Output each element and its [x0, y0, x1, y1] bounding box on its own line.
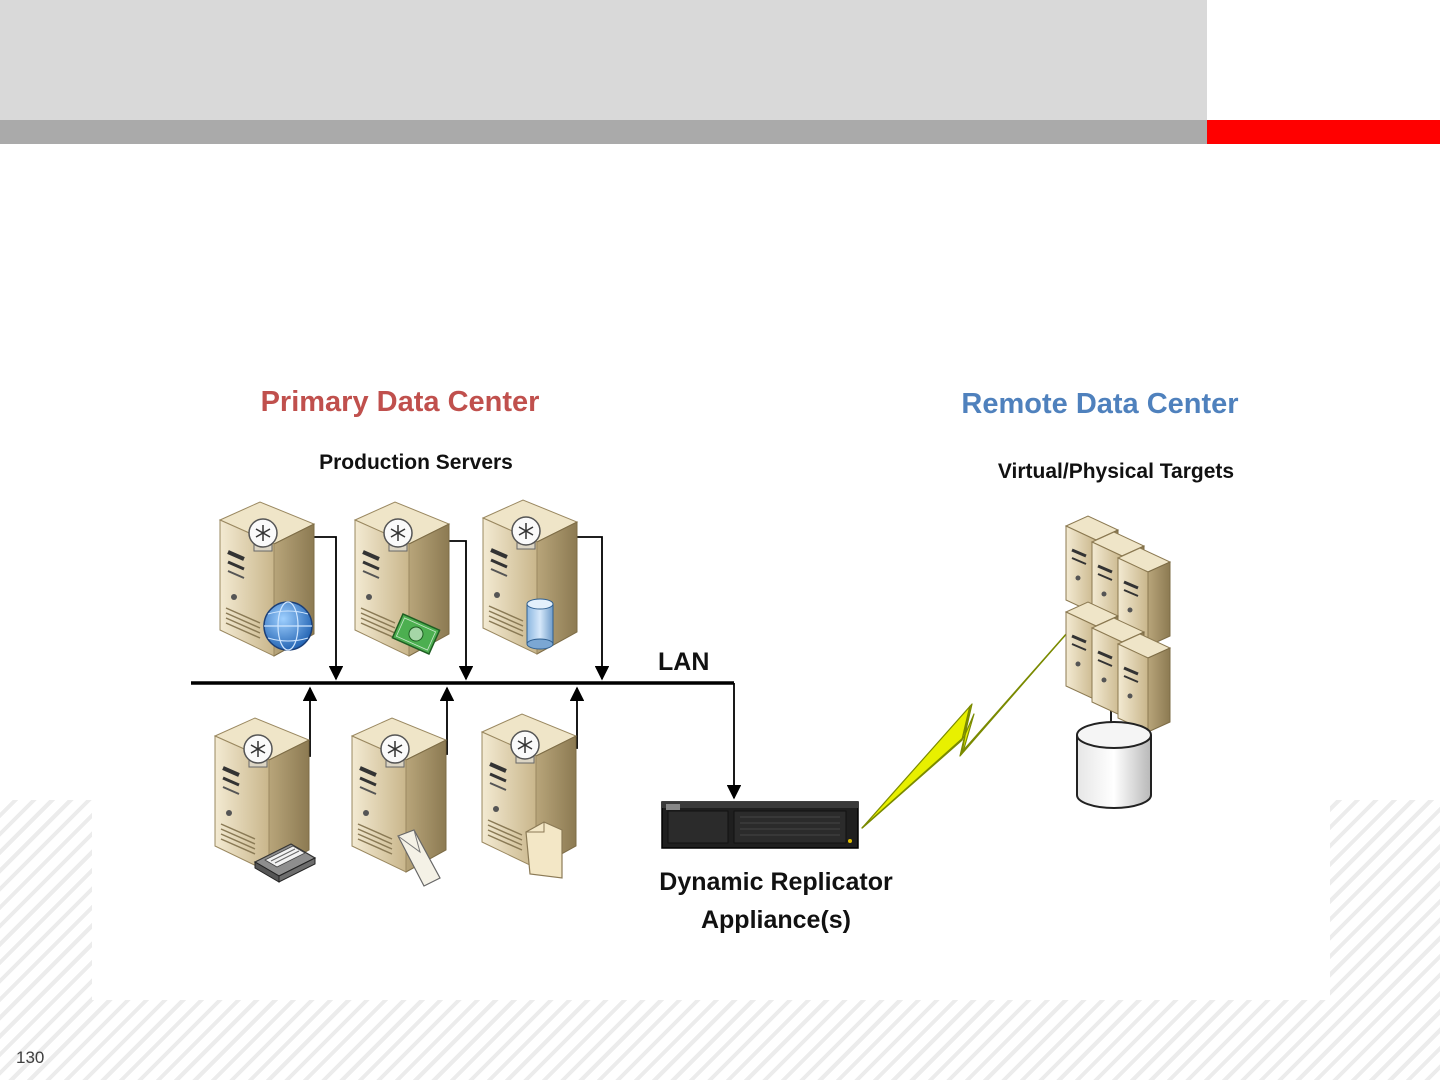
replicator-appliance [661, 801, 859, 849]
globe-icon [263, 601, 313, 651]
server-top-2 [353, 500, 451, 658]
server-top-1 [218, 500, 316, 658]
server-bottom-1 [213, 716, 317, 883]
printer-icon [253, 843, 317, 883]
money-icon [391, 613, 441, 656]
database-icon [526, 598, 554, 650]
primary-subtitle: Production Servers [319, 451, 513, 474]
envelope-icon [397, 829, 441, 887]
appliance-label-line1: Dynamic Replicator [659, 868, 893, 896]
header-bar [0, 120, 1207, 144]
primary-title: Primary Data Center [261, 386, 540, 418]
header-accent-bar [1207, 120, 1440, 144]
lan-backbone [191, 681, 742, 800]
header-band [0, 0, 1207, 120]
remote-target-cluster [1064, 514, 1172, 734]
wan-lightning-link [861, 631, 1069, 829]
remote-title: Remote Data Center [961, 388, 1238, 420]
appliance-label-line2: Appliance(s) [701, 906, 851, 934]
remote-storage-icon [1076, 721, 1152, 809]
server-bottom-2 [350, 716, 448, 887]
remote-subtitle: Virtual/Physical Targets [998, 460, 1234, 483]
server-top-3 [481, 498, 579, 656]
server-bottom-3 [480, 712, 578, 879]
lan-label: LAN [658, 648, 709, 676]
document-icon [525, 821, 563, 879]
page-number: 130 [16, 1048, 45, 1067]
